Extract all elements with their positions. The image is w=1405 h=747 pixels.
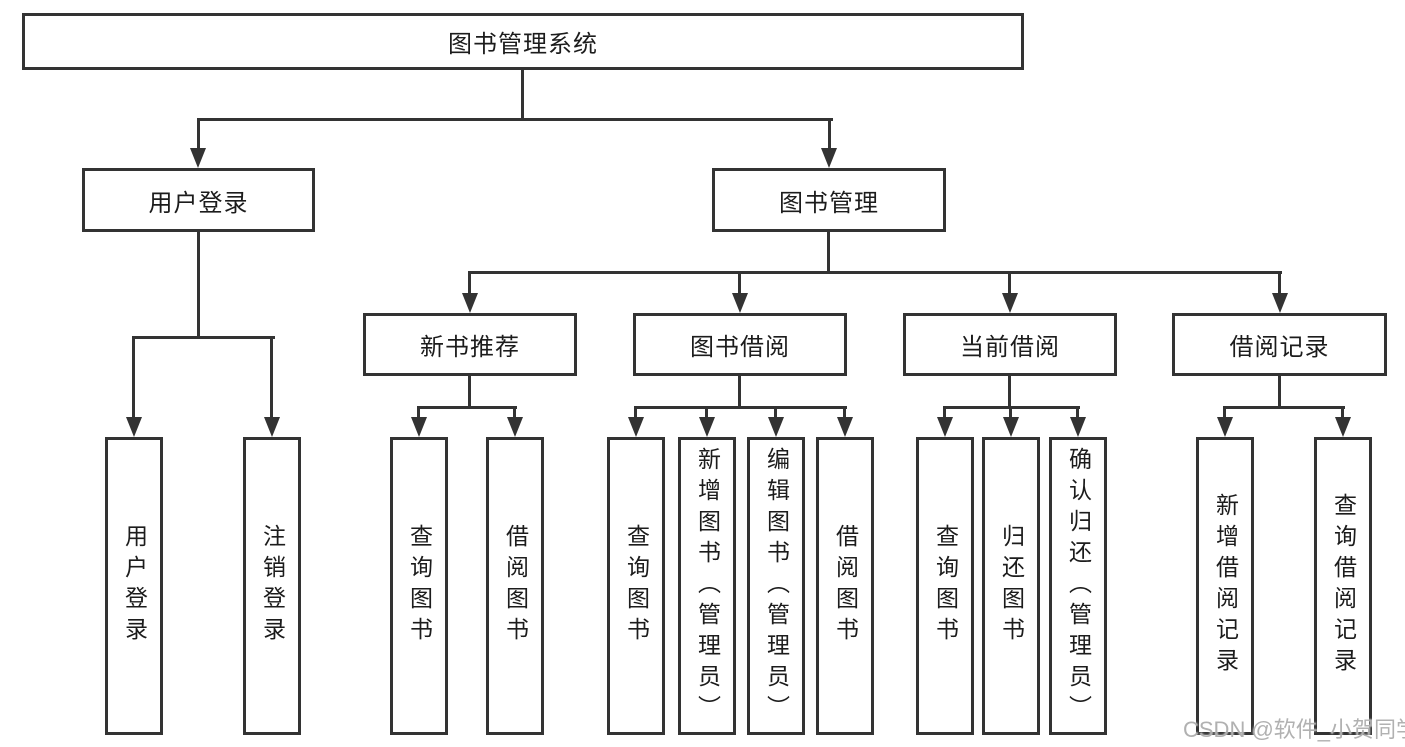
leaf-edit-book-admin: 编辑图书（管理员） (747, 437, 805, 735)
leaf-add-borrow-record-label: 新增借阅记录 (1212, 493, 1239, 679)
leaf-add-book-admin: 新增图书（管理员） (678, 437, 736, 735)
node-user-login: 用户登录 (82, 168, 315, 232)
leaf-user-login-label: 用户登录 (121, 524, 148, 648)
connector-drop-book-management (828, 118, 831, 148)
arrow-down-icon (411, 417, 427, 437)
csdn-watermark: CSDN @软件_小贺同学 (1183, 717, 1405, 742)
arrow-down-icon (699, 417, 715, 437)
arrow-down-icon (821, 148, 837, 168)
leaf-query-books-2-label: 查询图书 (623, 524, 650, 648)
leaf-query-books-2: 查询图书 (607, 437, 665, 735)
arrow-down-icon (1217, 417, 1233, 437)
node-root-label: 图书管理系统 (448, 31, 598, 58)
connector-borrowing-records-stem (1278, 376, 1281, 406)
connector-drop-user-login (197, 118, 200, 148)
leaf-query-borrow-record: 查询借阅记录 (1314, 437, 1372, 735)
connector-drop-add-book (705, 406, 708, 417)
connector-new-book-stem (468, 376, 471, 406)
arrow-down-icon (264, 417, 280, 437)
leaf-borrow-books-1-label: 借阅图书 (502, 524, 529, 648)
connector-book-borrowing-stem (738, 376, 741, 406)
connector-drop-leaf-logout (270, 336, 273, 417)
connector-drop-book-borrowing (738, 271, 741, 293)
leaf-borrow-books-2-label: 借阅图书 (832, 524, 859, 648)
arrow-down-icon (937, 417, 953, 437)
connector-drop-query-books-1 (417, 406, 420, 417)
node-current-borrowing-label: 当前借阅 (960, 334, 1060, 361)
node-book-management-label: 图书管理 (779, 189, 879, 217)
arrow-down-icon (1070, 417, 1086, 437)
connector-root-bar (197, 118, 833, 121)
leaf-add-book-admin-label: 新增图书（管理员） (694, 446, 721, 726)
arrow-down-icon (1335, 417, 1351, 437)
node-borrowing-records: 借阅记录 (1172, 313, 1387, 376)
connector-user-login-bar (133, 336, 275, 339)
leaf-return-book-label: 归还图书 (998, 524, 1025, 648)
arrow-down-icon (768, 417, 784, 437)
connector-current-borrowing-stem (1008, 376, 1011, 406)
connector-drop-add-borrow-record (1223, 406, 1226, 417)
node-book-borrowing: 图书借阅 (633, 313, 847, 376)
leaf-logout: 注销登录 (243, 437, 301, 735)
arrow-down-icon (1272, 293, 1288, 313)
leaf-add-borrow-record: 新增借阅记录 (1196, 437, 1254, 735)
connector-drop-leaf-user-login (132, 336, 135, 417)
leaf-confirm-return-admin-label: 确认归还（管理员） (1065, 446, 1092, 726)
connector-drop-return-book (1009, 406, 1012, 417)
connector-drop-borrowing-records (1278, 271, 1281, 293)
leaf-query-books-1: 查询图书 (390, 437, 448, 735)
connector-book-management-bar (468, 271, 1282, 274)
connector-drop-query-books-2 (634, 406, 637, 417)
leaf-query-books-3: 查询图书 (916, 437, 974, 735)
connector-book-borrowing-bar (634, 406, 847, 409)
arrow-down-icon (190, 148, 206, 168)
node-book-management: 图书管理 (712, 168, 946, 232)
arrow-down-icon (1002, 293, 1018, 313)
connector-drop-new-book (468, 271, 471, 293)
connector-book-management-stem (827, 232, 830, 271)
connector-drop-current-borrowing (1008, 271, 1011, 293)
node-root: 图书管理系统 (22, 13, 1024, 70)
node-new-book-recommendation: 新书推荐 (363, 313, 577, 376)
leaf-query-books-3-label: 查询图书 (932, 524, 959, 648)
leaf-confirm-return-admin: 确认归还（管理员） (1049, 437, 1107, 735)
leaf-user-login: 用户登录 (105, 437, 163, 735)
node-new-book-recommendation-label: 新书推荐 (420, 334, 520, 361)
arrow-down-icon (732, 293, 748, 313)
leaf-edit-book-admin-label: 编辑图书（管理员） (763, 446, 790, 726)
connector-drop-confirm-return (1076, 406, 1079, 417)
node-current-borrowing: 当前借阅 (903, 313, 1117, 376)
leaf-query-books-1-label: 查询图书 (406, 524, 433, 648)
leaf-query-borrow-record-label: 查询借阅记录 (1330, 493, 1357, 679)
node-book-borrowing-label: 图书借阅 (690, 334, 790, 361)
connector-drop-query-books-3 (943, 406, 946, 417)
node-user-login-label: 用户登录 (148, 189, 249, 217)
arrow-down-icon (1003, 417, 1019, 437)
connector-drop-borrow-books-1 (513, 406, 516, 417)
leaf-logout-label: 注销登录 (259, 524, 286, 648)
arrow-down-icon (126, 417, 142, 437)
connector-drop-borrow-books-2 (843, 406, 846, 417)
connector-user-login-stem (197, 232, 200, 336)
connector-drop-query-borrow-record (1341, 406, 1344, 417)
arrow-down-icon (628, 417, 644, 437)
arrow-down-icon (507, 417, 523, 437)
arrow-down-icon (462, 293, 478, 313)
connector-new-book-bar (417, 406, 517, 409)
connector-borrowing-records-bar (1223, 406, 1345, 409)
arrow-down-icon (837, 417, 853, 437)
leaf-borrow-books-2: 借阅图书 (816, 437, 874, 735)
leaf-return-book: 归还图书 (982, 437, 1040, 735)
connector-drop-edit-book (774, 406, 777, 417)
connector-root-stem (521, 70, 524, 118)
node-borrowing-records-label: 借阅记录 (1229, 334, 1330, 361)
leaf-borrow-books-1: 借阅图书 (486, 437, 544, 735)
